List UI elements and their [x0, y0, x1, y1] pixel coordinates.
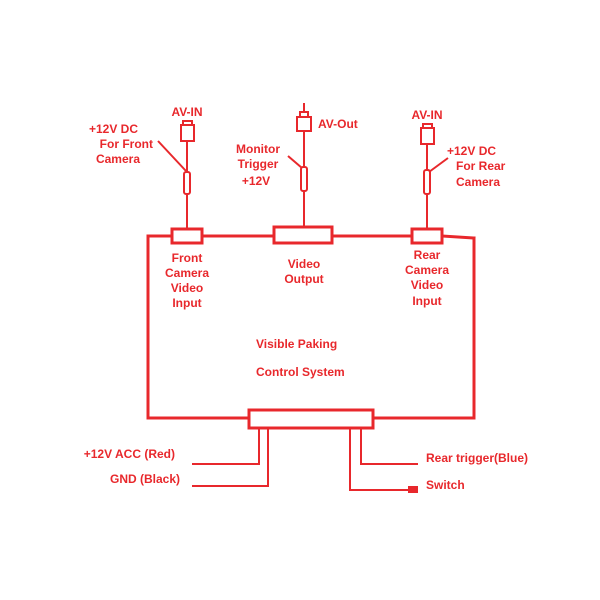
- monitor-trigger-junction: [300, 166, 308, 192]
- rear-av-in-label: AV-IN: [411, 108, 442, 122]
- front-camera-port: [170, 227, 204, 245]
- video-output-cable: [287, 103, 312, 227]
- front-power-label-2: For Front: [100, 137, 153, 151]
- switch-wire: [349, 428, 408, 491]
- rear-power-label-2: For Rear: [456, 159, 506, 173]
- front-power-label-1: +12V DC: [89, 122, 138, 136]
- video-output-label-1: Video: [288, 257, 320, 271]
- front-av-in-plug: [180, 124, 195, 142]
- front-port-label-3: Video: [171, 281, 203, 295]
- rear-power-label-1: +12V DC: [447, 144, 496, 158]
- front-power-junction: [183, 171, 191, 195]
- rear-power-label-3: Camera: [456, 175, 500, 189]
- acc-label: +12V ACC (Red): [84, 447, 175, 461]
- acc-wire: [192, 428, 260, 465]
- rear-power-lead: [428, 157, 449, 173]
- monitor-trigger-label-1: Monitor: [236, 142, 280, 156]
- rear-port-label-1: Rear: [414, 248, 441, 262]
- front-port-label-1: Front: [172, 251, 203, 265]
- rear-trigger-wire: [360, 428, 418, 465]
- rear-port-label-3: Video: [411, 278, 443, 292]
- front-av-in-label: AV-IN: [171, 105, 202, 119]
- rear-camera-port: [410, 227, 444, 245]
- front-camera-cable: [157, 120, 195, 229]
- switch-label: Switch: [426, 478, 465, 492]
- front-port-label-2: Camera: [165, 266, 209, 280]
- av-out-plug: [296, 116, 312, 132]
- front-power-label-3: Camera: [96, 152, 140, 166]
- system-title-line-1: Visible Paking: [256, 337, 337, 351]
- bottom-wires: [192, 428, 418, 493]
- rear-av-in-plug: [420, 127, 435, 145]
- video-output-label-2: Output: [284, 272, 323, 286]
- rear-port-label-2: Camera: [405, 263, 449, 277]
- monitor-trigger-label-3: +12V: [242, 174, 270, 188]
- bottom-connector: [247, 408, 375, 430]
- front-port-label-4: Input: [172, 296, 201, 310]
- frame-top-right: [440, 234, 476, 240]
- monitor-trigger-lead: [287, 155, 303, 169]
- control-box: [146, 234, 476, 420]
- gnd-label: GND (Black): [110, 472, 180, 486]
- rear-trigger-label: Rear trigger(Blue): [426, 451, 528, 465]
- system-title-line-2: Control System: [256, 365, 345, 379]
- av-out-label: AV-Out: [318, 117, 358, 131]
- front-power-lead: [157, 140, 187, 172]
- rear-power-junction: [423, 169, 431, 195]
- monitor-trigger-label-2: Trigger: [238, 157, 279, 171]
- video-output-port: [272, 225, 334, 245]
- rear-port-label-4: Input: [412, 294, 441, 308]
- rear-camera-cable: [420, 123, 449, 229]
- switch-terminal: [408, 486, 418, 493]
- gnd-wire: [192, 428, 269, 487]
